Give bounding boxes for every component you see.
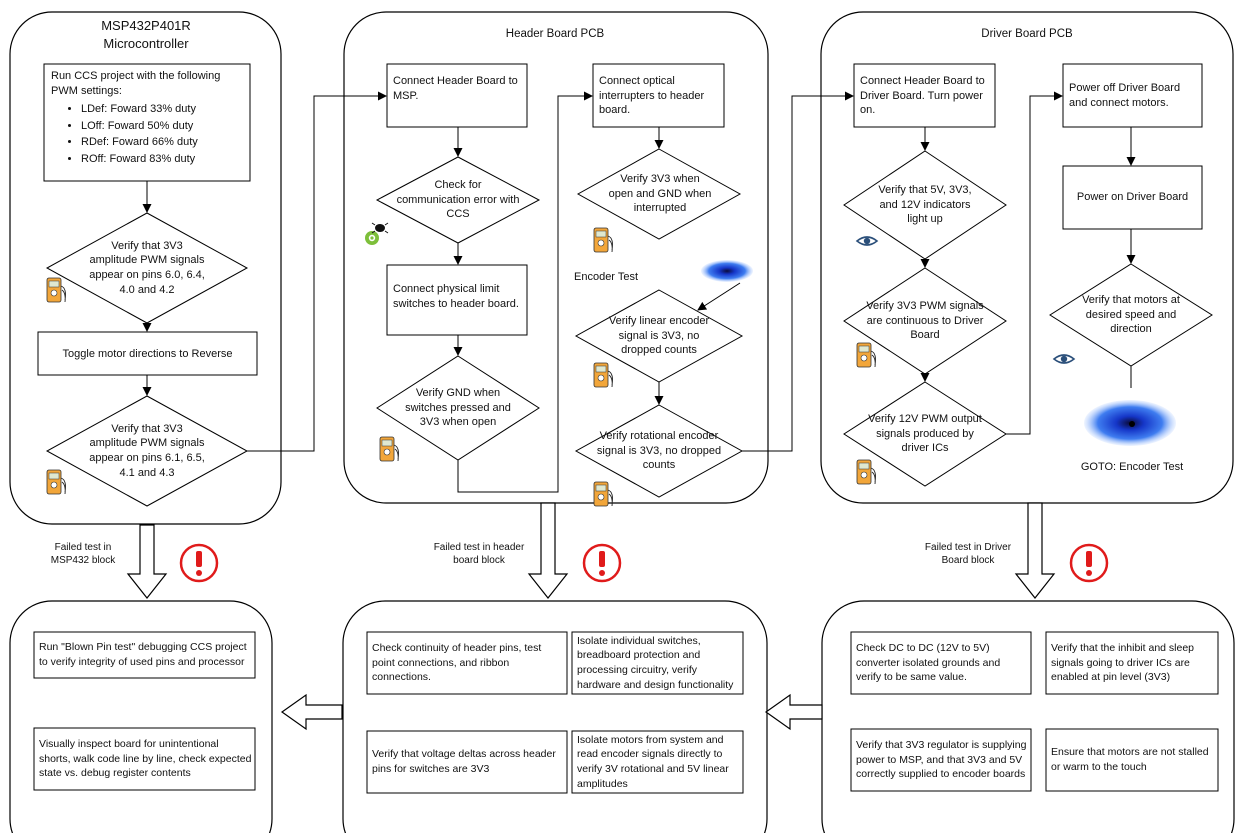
verify-optical-diamond: [576, 148, 742, 240]
header-continuity-text: Check continuity of header pins, test po…: [372, 641, 542, 684]
msp-failure-label: Failed test in MSP432 block: [50, 541, 116, 566]
power-on-box: [1062, 165, 1203, 230]
verify-rotational-diamond: [574, 404, 744, 498]
driver-stalled-text: Ensure that motors are not stalled or wa…: [1051, 746, 1209, 773]
verify-reverse-diamond: [45, 395, 249, 507]
driver-failure-arrow: [1014, 502, 1056, 599]
encoder-disc-icon: [1084, 400, 1176, 446]
connect-driver-text: Connect Header Board to Driver Board. Tu…: [860, 75, 985, 117]
driver-inhibit-text: Verify that the inhibit and sleep signal…: [1051, 641, 1195, 684]
exclamation-icon: [582, 543, 622, 583]
multimeter-icon: [856, 342, 876, 368]
driver-stalled-box: [1045, 728, 1219, 792]
header-panel-title: Header Board PCB: [505, 28, 605, 41]
verify-linear-text: Verify linear encoder signal is 3V3, no …: [608, 315, 710, 357]
multimeter-icon: [593, 227, 613, 253]
power-off-box: [1062, 63, 1203, 128]
toggle-text: Toggle motor directions to Reverse: [62, 347, 233, 360]
msp-visual-text: Visually inspect board for unintentional…: [39, 737, 252, 780]
exclamation-icon: [179, 543, 219, 583]
header-voltage-deltas-box: [366, 730, 568, 794]
eye-icon: [855, 236, 879, 246]
header-failure-label: Failed test in header board block: [433, 541, 525, 566]
driver-inhibit-box: [1045, 631, 1219, 695]
verify-rotational-text: Verify rotational encoder signal is 3V3,…: [596, 430, 722, 472]
multimeter-icon: [856, 459, 876, 485]
encoder-disc-icon: [701, 260, 753, 282]
connect-limit-box: [386, 264, 528, 336]
header-isolate-switches-box: [571, 631, 744, 695]
goto-encoder-text: GOTO: Encoder Test: [1080, 460, 1184, 473]
header-voltage-deltas-text: Verify that voltage deltas across header…: [372, 748, 556, 775]
header-to-msp-arrow: [280, 693, 343, 731]
verify-optical-text: Verify 3V3 when open and GND when interr…: [608, 173, 712, 215]
multimeter-icon: [46, 469, 66, 495]
multimeter-icon: [593, 362, 613, 388]
header-failure-arrow: [527, 502, 569, 599]
driver-regulator-text: Verify that 3V3 regulator is supplying p…: [856, 738, 1027, 781]
header-isolate-motors-box: [571, 730, 744, 794]
msp-blown-pin-box: [33, 631, 256, 679]
header-isolate-motors-text: Isolate motors from system and read enco…: [577, 733, 729, 790]
encoder-test-label: Encoder Test: [574, 270, 639, 283]
driver-failure-label: Failed test in Driver Board block: [924, 541, 1012, 566]
header-continuity-box: [366, 631, 568, 695]
verify-reverse-text: Verify that 3V3 amplitude PWM signals ap…: [89, 422, 205, 479]
driver-to-header-arrow: [764, 693, 823, 731]
connect-driver-box: [853, 63, 996, 128]
multimeter-icon: [379, 436, 399, 462]
run-ccs-text: Run CCS project with the following PWM s…: [51, 70, 221, 97]
pwm-setting-item: LDef: Foward 33% duty: [81, 102, 247, 117]
multimeter-icon: [46, 277, 66, 303]
power-on-text: Power on Driver Board: [1076, 190, 1189, 203]
msp-panel-title: MSP432P401R Microcontroller: [60, 16, 232, 54]
pwm-settings-list: LDef: Foward 33% duty LOff: Foward 50% d…: [51, 102, 247, 166]
msp-title-line1: MSP432P401R: [101, 18, 191, 34]
verify-forward-text: Verify that 3V3 amplitude PWM signals ap…: [89, 239, 205, 296]
multimeter-icon: [593, 481, 613, 507]
driver-dc-dc-box: [850, 631, 1032, 695]
verify-pwm-cont-text: Verify 3V3 PWM signals are continuous to…: [866, 300, 984, 342]
driver-dc-dc-text: Check DC to DC (12V to 5V) converter iso…: [856, 641, 1001, 684]
verify-gnd-text: Verify GND when switches pressed and 3V3…: [405, 387, 511, 429]
msp-blown-pin-text: Run "Blown Pin test" debugging CCS proje…: [39, 641, 247, 668]
run-ccs-step: Run CCS project with the following PWM s…: [51, 69, 247, 179]
toggle-box: [37, 331, 258, 376]
msp-title-line2: Microcontroller: [103, 36, 189, 51]
connect-msp-text: Connect Header Board to MSP.: [393, 75, 518, 102]
verify-motors-text: Verify that motors at desired speed and …: [1082, 294, 1180, 336]
eye-icon: [1052, 354, 1076, 364]
connect-msp-box: [386, 63, 528, 128]
exclamation-icon: [1069, 543, 1109, 583]
bug-icon: [365, 222, 389, 245]
pwm-setting-item: RDef: Foward 66% duty: [81, 135, 247, 150]
pwm-setting-item: ROff: Foward 83% duty: [81, 152, 247, 167]
verify-indicators-text: Verify that 5V, 3V3, and 12V indicators …: [878, 184, 972, 226]
driver-regulator-box: [850, 728, 1032, 792]
connect-optical-text: Connect optical interrupters to header b…: [599, 75, 705, 117]
connect-optical-box: [592, 63, 725, 128]
check-comm-text: Check for communication error with CCS: [396, 179, 520, 221]
msp-visual-box: [33, 727, 256, 791]
power-off-text: Power off Driver Board and connect motor…: [1069, 82, 1181, 109]
pwm-setting-item: LOff: Foward 50% duty: [81, 119, 247, 134]
msp-failure-arrow: [126, 524, 168, 599]
header-isolate-switches-text: Isolate individual switches, breadboard …: [577, 634, 734, 691]
verify-12v-diamond: [843, 381, 1007, 487]
driver-panel-title: Driver Board PCB: [981, 28, 1073, 41]
connect-limit-text: Connect physical limit switches to heade…: [393, 283, 519, 310]
run-ccs-box: [43, 63, 251, 182]
verify-12v-text: Verify 12V PWM output signals produced b…: [868, 413, 982, 455]
